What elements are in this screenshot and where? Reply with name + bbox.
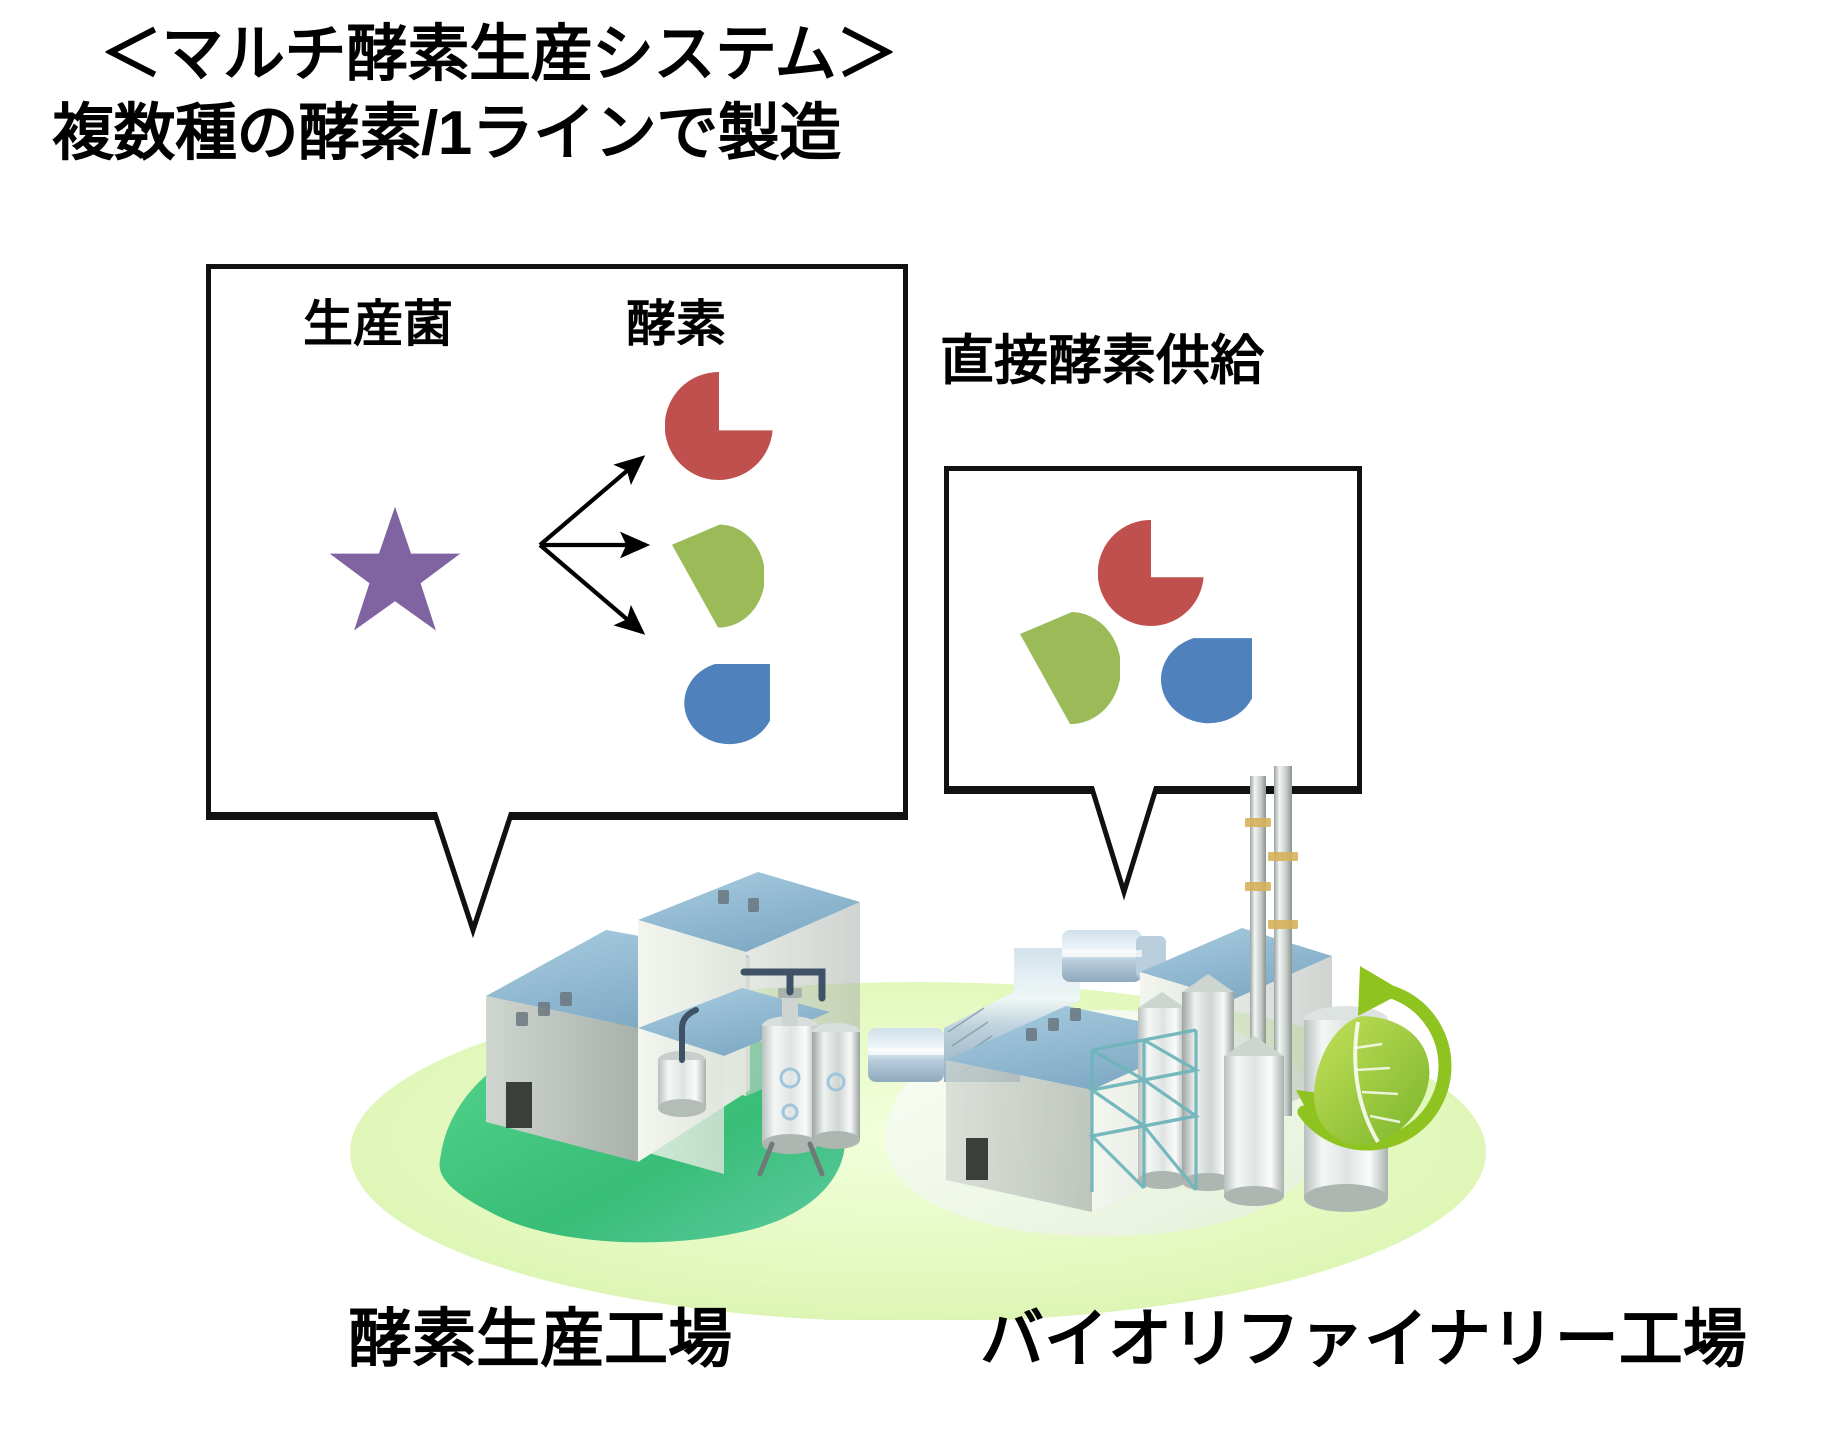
callout-box-right — [944, 466, 1362, 794]
label-direct-enzyme-supply: 直接酵素供給 — [940, 331, 1264, 391]
bottom-label-enzyme-plant: 酵素生産工場 — [348, 1303, 732, 1375]
enzyme-green-teardrop-icon — [1020, 612, 1120, 724]
title-line-1: ＜マルチ酵素生産システム＞ — [100, 20, 898, 89]
enzyme-blue-teardrop-icon — [684, 664, 770, 745]
callout-box-left — [206, 264, 908, 820]
page-title: ＜マルチ酵素生産システム＞ 複数種の酵素/1ラインで製造 — [52, 20, 1252, 168]
enzyme-red-pacman-icon — [1098, 520, 1204, 626]
title-line-2: 複数種の酵素/1ラインで製造 — [52, 98, 841, 168]
enzyme-production-plant — [486, 872, 860, 1177]
purple-star-icon — [329, 506, 461, 631]
factory-illustration — [350, 766, 1486, 1320]
production-arrows — [538, 455, 651, 635]
bottom-label-biorefinery-plant: バイオリファイナリー工場 — [980, 1303, 1747, 1375]
smoke-stacks — [1245, 766, 1298, 1116]
enzyme-red-pacman-icon — [665, 372, 773, 480]
enzyme-blue-teardrop-icon — [1161, 638, 1252, 724]
label-enzyme: 酵素 — [626, 296, 726, 352]
fermenter-tanks — [740, 968, 860, 1177]
biorefinery-plant — [946, 766, 1388, 1212]
label-producer-bacteria: 生産菌 — [303, 296, 453, 352]
enzyme-green-teardrop-icon — [672, 524, 764, 628]
scaffold-lattice — [1087, 1028, 1201, 1192]
green-leaf-recycle-icon — [1296, 966, 1452, 1151]
